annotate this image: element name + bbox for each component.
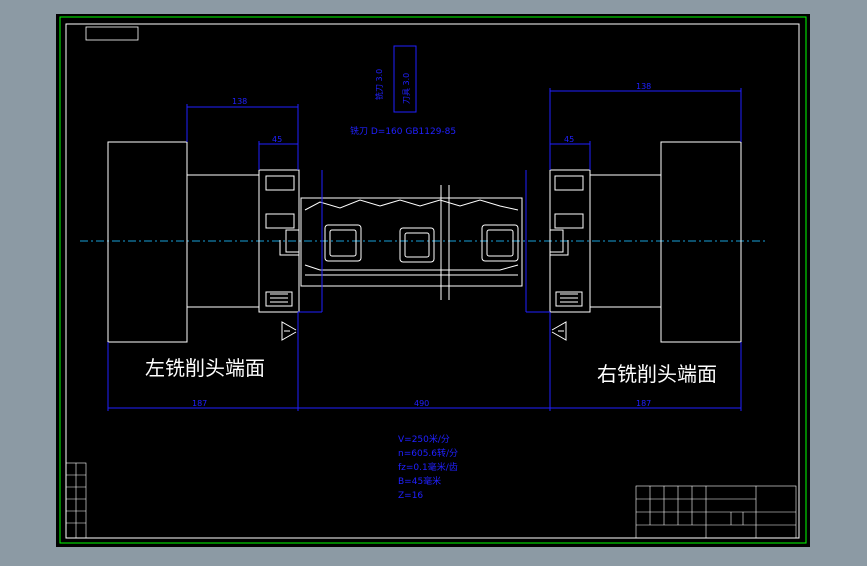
title-block bbox=[635, 485, 797, 539]
dim-left-45: 45 bbox=[272, 135, 282, 144]
dim-top-left-138: 138 bbox=[232, 97, 247, 106]
cutting-params: V=250米/分 n=605.6转/分 fz=0.1毫米/齿 B=45毫米 Z=… bbox=[398, 433, 458, 501]
right-face-label: 右铣削头端面 bbox=[597, 362, 717, 386]
vertical-note-1: 铣刀 3.0 bbox=[374, 69, 384, 100]
right-milling-head bbox=[549, 141, 742, 343]
param-speed: V=250米/分 bbox=[398, 433, 450, 445]
cutter-spec: 铣刀 D=160 GB1129-85 bbox=[350, 125, 456, 137]
outer-frame bbox=[59, 16, 807, 544]
surface-symbol-left bbox=[281, 321, 297, 341]
dimension-lines bbox=[107, 45, 742, 411]
dim-right-45: 45 bbox=[564, 135, 574, 144]
workpiece bbox=[300, 185, 523, 300]
dim-bottom-left-187: 187 bbox=[192, 399, 207, 408]
dim-bottom-center-490: 490 bbox=[414, 399, 429, 408]
left-face-label: 左铣削头端面 bbox=[145, 356, 265, 380]
param-teeth: Z=16 bbox=[398, 491, 423, 501]
inner-frame bbox=[65, 23, 800, 539]
dim-bottom-right-187: 187 bbox=[636, 399, 651, 408]
dim-top-right-138: 138 bbox=[636, 82, 651, 91]
left-margin-table bbox=[65, 462, 87, 539]
sheet-background bbox=[56, 14, 810, 547]
corner-code-box bbox=[85, 26, 139, 41]
surface-symbol-right bbox=[551, 321, 567, 341]
vertical-note-2: 刀具 3.0 bbox=[402, 73, 411, 104]
left-milling-head bbox=[107, 141, 300, 343]
param-rpm: n=605.6转/分 bbox=[398, 447, 458, 459]
param-width: B=45毫米 bbox=[398, 475, 441, 487]
param-feed: fz=0.1毫米/齿 bbox=[398, 461, 458, 473]
